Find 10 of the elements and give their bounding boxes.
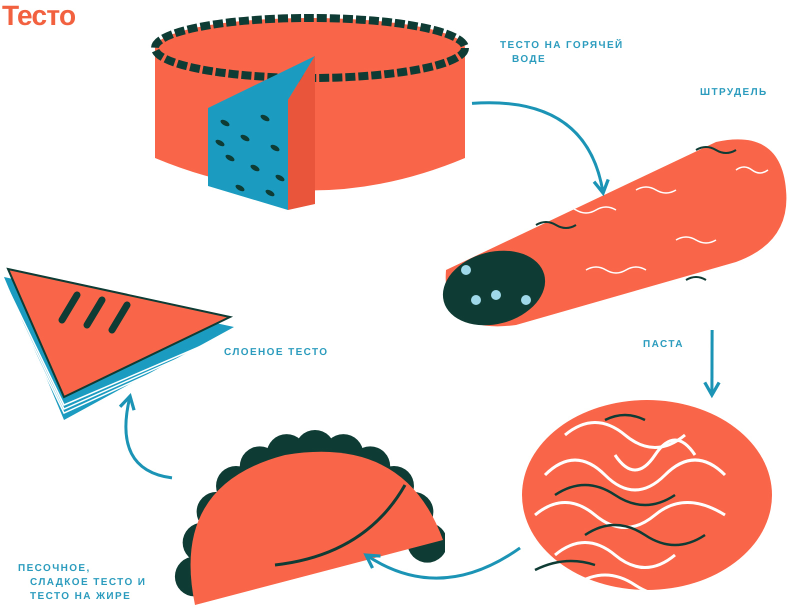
dough-label: ШТРУДЕЛЬ — [700, 86, 768, 100]
title: Тесто — [2, 0, 76, 33]
dough-label: ТЕСТО НА ГОРЯЧЕЙ ВОДЕ — [500, 39, 625, 67]
curved-arrow — [118, 394, 172, 480]
curved-arrow — [472, 101, 610, 195]
curved-arrow — [364, 546, 521, 580]
dough-label: СЛОЕНОЕ ТЕСТО — [224, 346, 330, 360]
dough-label: ПАСТА — [643, 338, 684, 352]
curved-arrow — [703, 330, 721, 397]
dough-label: ПЕСОЧНОЕ, СЛАДКОЕ ТЕСТО И ТЕСТО НА ЖИРЕ — [18, 562, 148, 604]
